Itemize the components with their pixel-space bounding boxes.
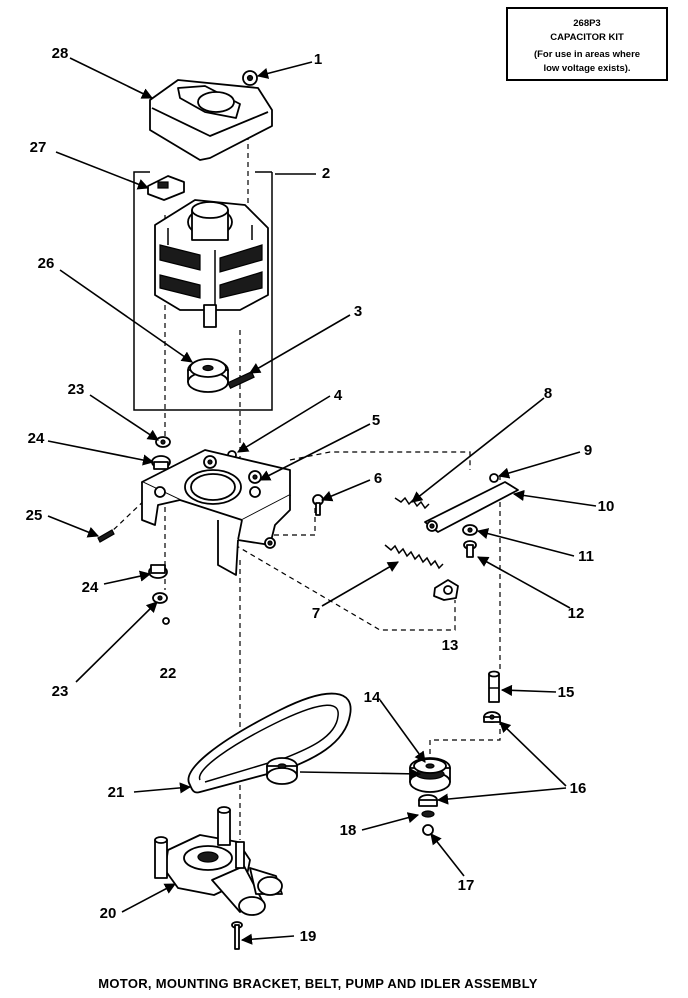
callout-1: 1 [314,51,322,68]
screw-part-19 [231,921,243,950]
callout-13: 13 [442,637,459,654]
callout-23-lower: 23 [52,683,69,700]
callout-5: 5 [372,412,380,429]
motor-cover-part [149,79,273,161]
callout-8: 8 [544,385,552,402]
capacitor-kit-box: 268P3 CAPACITOR KIT (For use in areas wh… [506,7,668,81]
mounting-grommets-upper [151,436,171,470]
callout-26: 26 [38,255,55,272]
callout-28: 28 [52,45,69,62]
callout-11: 11 [578,548,594,565]
motor-assembly-bracket [133,171,273,411]
callout-9: 9 [584,442,592,459]
clip-part-13 [433,579,459,601]
nut-part-9 [489,473,499,483]
callout-12: 12 [568,605,585,622]
key-part [227,370,255,390]
pump-part [154,806,283,916]
callout-23-upper: 23 [68,381,85,398]
leader-lines [47,57,597,945]
callout-21: 21 [108,784,125,801]
callout-18: 18 [340,822,357,839]
callout-22: 22 [160,665,177,682]
diagram-caption: MOTOR, MOUNTING BRACKET, BELT, PUMP AND … [98,976,537,991]
callout-24-upper: 24 [28,430,45,447]
callout-20: 20 [100,905,117,922]
kit-note-line1: (For use in areas where [534,49,640,60]
callout-16: 16 [570,780,587,797]
spacer-part-16 [483,711,501,723]
washer-bolt-11-12 [462,524,478,558]
kit-note-line2: low voltage exists). [543,63,630,74]
nut-part [242,70,258,86]
callout-15: 15 [558,684,575,701]
kit-number: 268P3 [573,18,600,29]
callout-2: 2 [322,165,330,182]
callout-14: 14 [364,689,381,706]
screw-part-25 [97,529,115,543]
snap-ring-part-17 [422,824,434,836]
callout-7: 7 [312,605,320,622]
callout-24-lower: 24 [82,579,99,596]
idler-pulley-part [409,757,451,793]
drive-belt-part [187,692,352,794]
mounting-bracket-part [141,449,291,576]
callout-labels: 28 1 27 2 26 3 23 4 8 24 5 9 6 10 25 11 … [26,45,615,945]
callout-27: 27 [30,139,47,156]
mounting-grommets-lower [148,564,170,625]
motor-pulley-part [187,358,229,393]
clip-part [147,175,185,201]
callout-3: 3 [354,303,362,320]
callout-17: 17 [458,877,475,894]
spring-part-7 [384,544,444,570]
callout-6: 6 [374,470,382,487]
callout-19: 19 [300,928,317,945]
callout-10: 10 [598,498,615,515]
spring-part-8 [394,496,430,510]
callout-4: 4 [334,387,343,404]
callout-25: 25 [26,507,43,524]
pivot-shaft-part [488,670,500,703]
washer-part-18 [418,794,438,818]
motor-part [154,199,269,328]
kit-title: CAPACITOR KIT [550,32,624,43]
